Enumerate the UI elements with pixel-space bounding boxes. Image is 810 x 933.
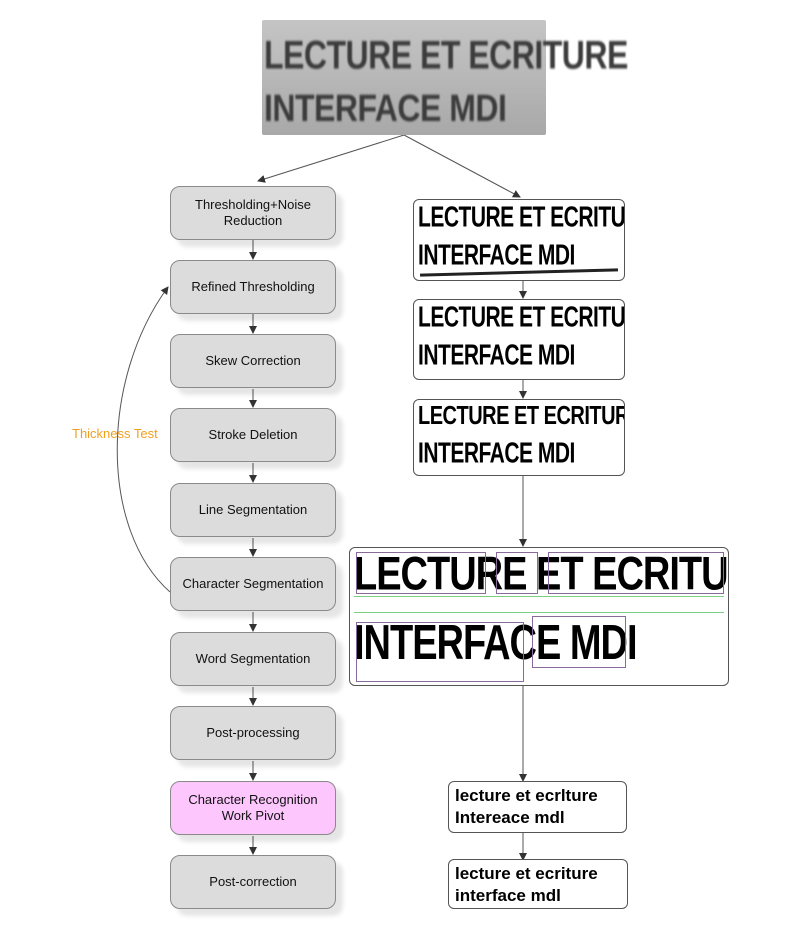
segmented-image-line-1: LECTURE ET ECRITURE (354, 548, 728, 601)
step-post-correction: Post-correction (170, 855, 336, 909)
source-photo-line-2: INTERFACE MDI (264, 86, 507, 130)
segmented-image: LECTURE ET ECRITURE INTERFACE MDI (349, 547, 729, 686)
step-thresholding: Thresholding+Noise Reduction (170, 186, 336, 240)
source-photo-line-1: LECTURE ET ECRITURE (264, 32, 628, 77)
binarized-image-3-line-1: LECTURE ET ECRITURE (418, 402, 625, 431)
binarized-image-3-line-2: INTERFACE MDI (418, 438, 575, 470)
segmented-image-line-2: INTERFACE MDI (354, 616, 638, 671)
binarized-image-1-line-1: LECTURE ET ECRITURE (418, 202, 625, 234)
corrected-output-line-2: interface mdl (455, 886, 561, 905)
binarized-image-3: LECTURE ET ECRITURE INTERFACE MDI (413, 399, 625, 476)
char-box (532, 616, 626, 668)
feedback-label: Thickness Test (72, 426, 158, 441)
step-post-processing: Post-processing (170, 706, 336, 760)
source-photo: LECTURE ET ECRITURE INTERFACE MDI (262, 20, 628, 135)
ocr-output-line-1: lecture et ecrlture (455, 786, 598, 805)
step-line-segmentation: Line Segmentation (170, 483, 336, 537)
step-character-segmentation: Character Segmentation (170, 557, 336, 611)
segment-line-top (354, 596, 724, 597)
corrected-output-line-1: lecture et ecriture (455, 864, 598, 883)
step-refined-thresholding: Refined Thresholding (170, 260, 336, 314)
char-box (496, 552, 538, 594)
binarized-image-1: LECTURE ET ECRITURE INTERFACE MDI (413, 199, 625, 281)
step-stroke-deletion: Stroke Deletion (170, 408, 336, 462)
ocr-output-line-2: Intereace mdl (455, 808, 565, 827)
step-word-segmentation: Word Segmentation (170, 632, 336, 686)
char-box (356, 622, 524, 682)
binarized-image-1-line-2: INTERFACE MDI (418, 240, 575, 272)
step-skew-correction: Skew Correction (170, 334, 336, 388)
ocr-output: lecture et ecrlture Intereace mdl (448, 781, 627, 833)
binarized-image-2-line-2: INTERFACE MDI (418, 340, 575, 372)
char-box (356, 552, 486, 594)
binarized-image-2: LECTURE ET ECRITURE INTERFACE MDI (413, 299, 625, 380)
binarized-image-2-line-1: LECTURE ET ECRITURE (418, 302, 625, 334)
step-character-recognition: Character Recognition Work Pivot (170, 781, 336, 835)
segment-line-bottom (354, 612, 724, 613)
char-box (548, 552, 724, 594)
corrected-output: lecture et ecriture interface mdl (448, 859, 628, 909)
